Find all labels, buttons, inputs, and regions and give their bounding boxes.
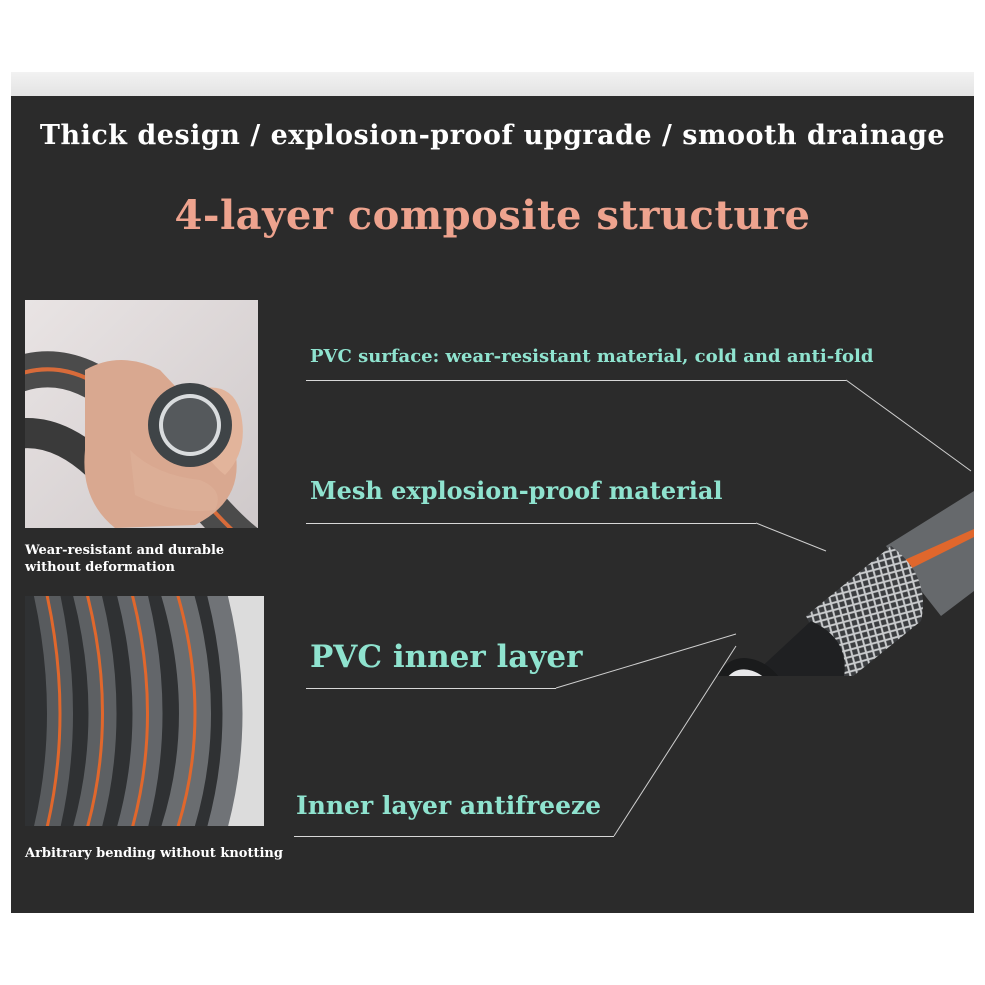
structure-title: 4-layer composite structure bbox=[174, 192, 811, 239]
product-panel: Thick design / explosion-proof upgrade /… bbox=[11, 96, 974, 913]
leader-line-pvc-inner bbox=[306, 688, 556, 689]
hose-cutaway-illustration bbox=[715, 491, 974, 676]
layer-label-antifreeze: Inner layer antifreeze bbox=[296, 791, 602, 820]
hand-hose-illustration bbox=[25, 300, 258, 528]
coiled-hose-illustration bbox=[25, 596, 264, 826]
coiled-hose-photo bbox=[25, 596, 264, 826]
photo-caption-1: Wear-resistant and durable without defor… bbox=[25, 543, 225, 575]
hand-hose-photo bbox=[25, 300, 258, 528]
leader-line-pvc-surface bbox=[306, 380, 846, 381]
top-light-band bbox=[11, 72, 974, 98]
headline: Thick design / explosion-proof upgrade /… bbox=[39, 120, 946, 151]
leader-line-mesh bbox=[306, 523, 756, 524]
photo-caption-2: Arbitrary bending without knotting bbox=[25, 846, 283, 861]
layer-label-pvc-inner: PVC inner layer bbox=[310, 639, 583, 675]
layer-label-pvc-surface: PVC surface: wear-resistant material, co… bbox=[310, 346, 874, 367]
layer-label-mesh: Mesh explosion-proof material bbox=[310, 476, 723, 505]
leader-connectors bbox=[555, 379, 972, 837]
leader-line-antifreeze bbox=[294, 836, 614, 837]
